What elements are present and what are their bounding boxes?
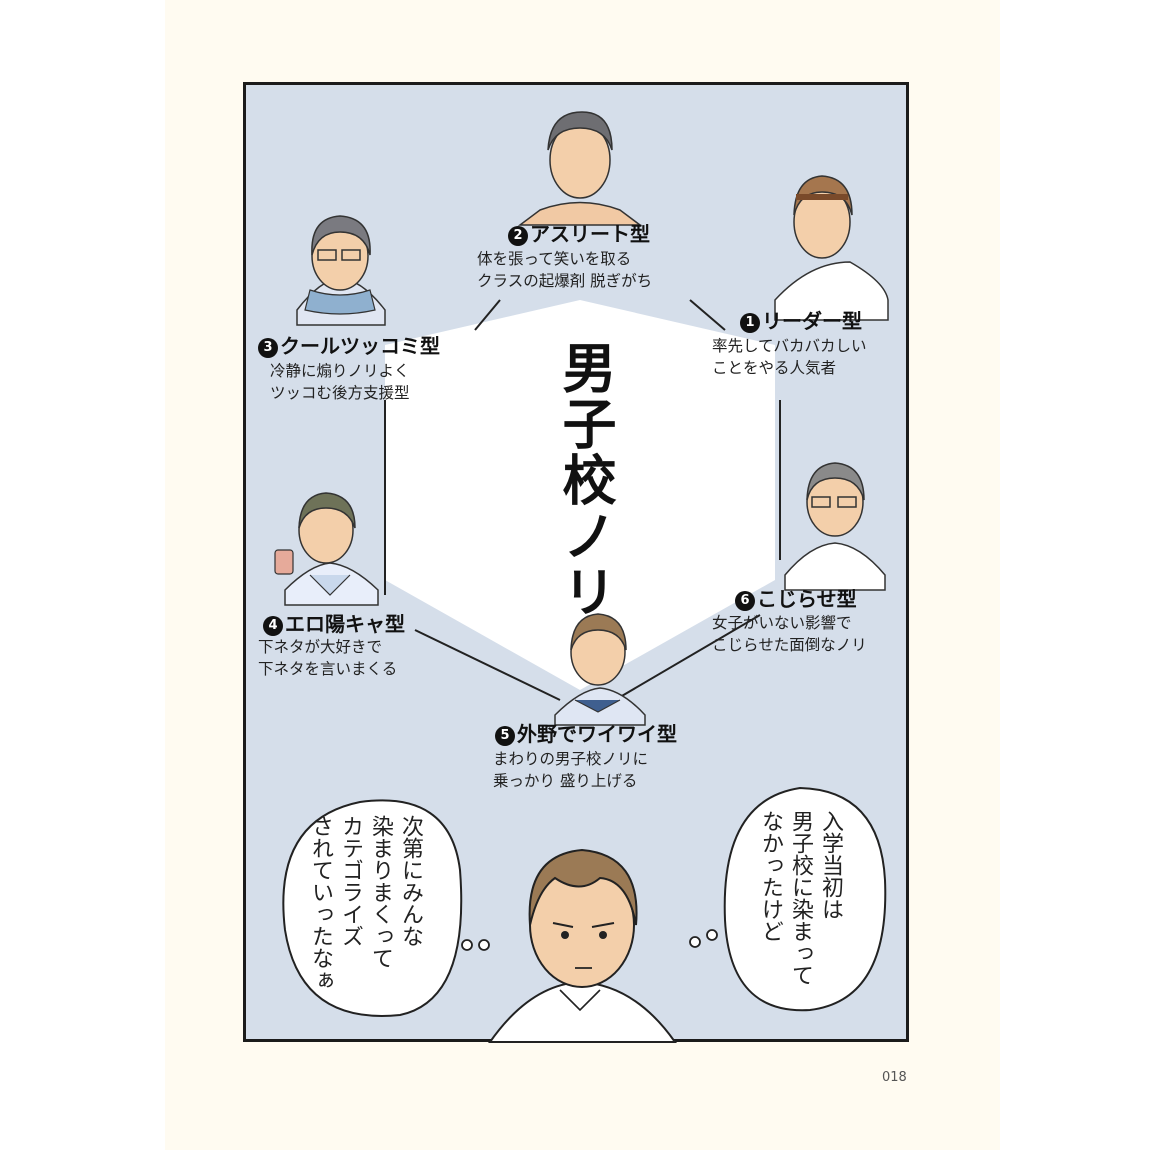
outfield-character — [554, 613, 646, 726]
right-speech-bubble — [723, 786, 887, 1012]
type-desc-2: 体を張って笑いを取るクラスの起爆剤 脱ぎがち — [477, 250, 653, 290]
type-desc-4: 下ネタが大好きで下ネタを言いまくる — [258, 638, 398, 678]
type-desc-1: 率先してバカバカしいことをやる人気者 — [712, 337, 867, 377]
page-number: 018 — [882, 1070, 907, 1085]
thought-dot — [689, 936, 701, 948]
type-desc-6: 女子がいない影響でこじらせた面倒なノリ — [712, 614, 867, 654]
hexagon-center — [385, 300, 775, 690]
left-speech-bubble — [282, 799, 463, 1017]
right-bubble-text: 入学当初は 男子校に染まって なかったけど — [758, 810, 843, 986]
narrator-character — [488, 848, 677, 1043]
leader-character — [774, 175, 889, 321]
thought-dot — [478, 939, 490, 951]
athlete-character — [517, 111, 643, 226]
thought-dot — [461, 939, 473, 951]
type-desc-5: まわりの男子校ノリに乗っかり 盛り上げる — [493, 750, 649, 790]
type-desc-3: 冷静に煽りノリよくツッコむ後方支援型 — [270, 362, 410, 402]
ero-character — [274, 492, 379, 606]
kojirase-character — [784, 462, 886, 591]
title-text: 男子校ノリ — [553, 340, 616, 620]
page-title: 男子校ノリ — [553, 340, 616, 631]
cool-character — [296, 215, 386, 326]
left-bubble-text: 次第にみんな 染まりまくって カテゴライズ されていったなぁ — [308, 815, 423, 991]
thought-dot — [706, 929, 718, 941]
